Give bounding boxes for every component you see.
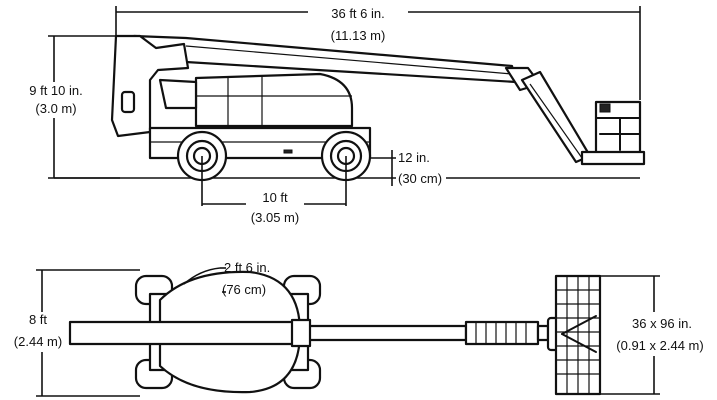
stowed-height-dimension-line — [20, 35, 120, 179]
side-view: 36 ft 6 in. (11.13 m) 9 ft 10 in. (3.0 m… — [20, 4, 646, 225]
overall-width-m-label: (2.44 m) — [14, 334, 62, 349]
ground-clearance-cm-label: (30 cm) — [398, 171, 442, 186]
tailswing-cm-label: (76 cm) — [222, 282, 266, 297]
stowed-height-m-label: (3.0 m) — [35, 101, 76, 116]
stowed-height-ft-label: 9 ft 10 in. — [29, 83, 82, 98]
overall-length-m-label: (11.13 m) — [331, 28, 386, 43]
platform-size-m-label: (0.91 x 2.44 m) — [616, 338, 703, 353]
overall-length-ft-label: 36 ft 6 in. — [331, 6, 384, 21]
top-boom — [68, 318, 550, 348]
wheelbase-ft-label: 10 ft — [262, 190, 288, 205]
overall-length-dimension-line — [115, 4, 641, 100]
platform-side — [580, 100, 646, 166]
tailswing-ft-label: 2 ft 6 in. — [224, 260, 270, 275]
top-platform — [554, 274, 602, 396]
ground-clearance-in-label: 12 in. — [398, 150, 430, 165]
turntable — [110, 34, 354, 138]
wheelbase-m-label: (3.05 m) — [251, 210, 299, 225]
overall-width-ft-label: 8 ft — [29, 312, 47, 327]
top-view: 8 ft (2.44 m) 2 ft 6 in. (76 cm) — [6, 260, 716, 397]
platform-size-in-label: 36 x 96 in. — [632, 316, 692, 331]
ground-clearance-dimension-line — [370, 150, 396, 186]
jib-arm — [504, 66, 592, 164]
tailswing-dimension-line — [183, 267, 226, 293]
wheelbase-dimension-line — [201, 156, 347, 208]
